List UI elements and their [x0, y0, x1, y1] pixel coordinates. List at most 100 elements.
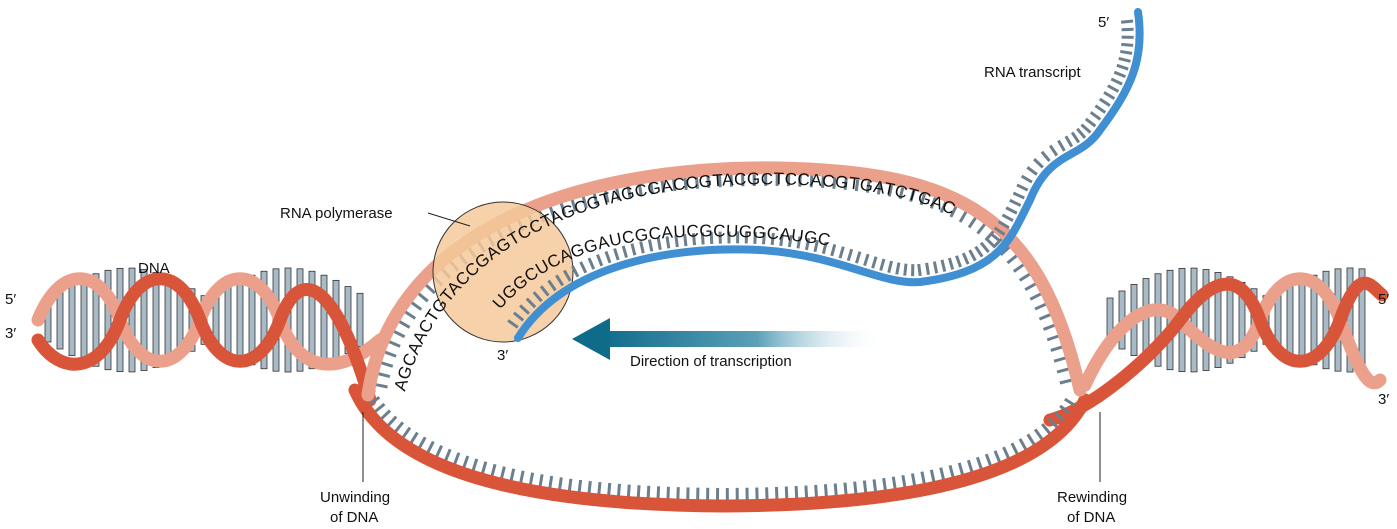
rna-base-tick [1006, 208, 1017, 213]
template-base-tick [648, 486, 649, 498]
rna-base-tick [597, 255, 601, 266]
coding-base-tick [1051, 347, 1062, 351]
direction-label: Direction of transcription [630, 353, 792, 370]
coding-base-tick [378, 374, 390, 377]
rna-base-tick [976, 247, 983, 257]
coding-base-tick [1047, 336, 1058, 340]
rna-base-tick [606, 251, 610, 262]
coding-base-tick [1014, 265, 1024, 272]
template-base-tick [884, 478, 886, 490]
rna-base-tick [1072, 132, 1079, 142]
template-base-tick [455, 453, 459, 464]
template-base-tick [530, 473, 532, 485]
template-base-tick [550, 476, 552, 488]
rna-base-tick [970, 250, 976, 261]
rna-base-tick [1104, 92, 1114, 98]
rna-base-tick [1086, 119, 1096, 126]
rna-base-tick [949, 258, 952, 270]
template-base-tick [874, 479, 876, 491]
rna-transcript-label: RNA transcript [984, 64, 1082, 81]
rna-base-tick [905, 264, 906, 276]
coding-base-tick [399, 321, 409, 327]
template-base-tick [569, 479, 571, 491]
base-pair-rung [1299, 280, 1305, 359]
template-base-tick [511, 469, 514, 481]
rna-base-tick [1081, 125, 1090, 133]
rna-base-tick [942, 260, 945, 272]
rna-base-tick [1119, 58, 1131, 61]
template-base-tick [483, 462, 486, 474]
coding-base-tick [1060, 380, 1072, 383]
coding-base-tick [1039, 315, 1050, 320]
rna-base-tick [865, 254, 869, 265]
rna-base-tick [1034, 159, 1043, 167]
coding-base-tick [978, 224, 985, 234]
rna-base-tick [1111, 79, 1122, 84]
template-base-tick [388, 417, 396, 426]
template-base-tick [473, 459, 477, 470]
rewinding-label-line2: of DNA [1067, 509, 1115, 526]
rna-base-tick [1122, 29, 1134, 30]
template-base-tick [968, 460, 972, 471]
rna-base-tick [963, 253, 968, 264]
template-base-tick [806, 486, 807, 498]
coding-base-tick [1025, 284, 1035, 290]
rna-base-tick [1117, 65, 1128, 69]
rna-base-tick [934, 262, 936, 274]
rna-base-tick [1042, 152, 1050, 161]
coding-base-tick [394, 331, 405, 336]
left-5prime-label: 5′ [5, 291, 16, 308]
rna-3prime-label: 3′ [497, 347, 508, 364]
base-pair-rung [153, 272, 159, 367]
coding-base-tick [381, 363, 392, 367]
base-pair-rung [69, 284, 75, 355]
rna-base-tick [1121, 44, 1133, 45]
template-base-tick [796, 486, 797, 498]
rna-base-tick [897, 263, 899, 275]
template-base-tick [492, 464, 495, 476]
rna-5prime-label: 5′ [1098, 14, 1109, 31]
rna-base-tick [1077, 129, 1085, 138]
template-base-tick [599, 482, 600, 494]
coding-base-tick [385, 352, 396, 356]
base-pair-rung [129, 268, 135, 372]
template-base-tick [411, 433, 417, 443]
template-base-tick [658, 486, 659, 498]
coding-base-tick [1020, 274, 1030, 280]
template-base-tick [502, 467, 505, 479]
template-base-tick [589, 481, 590, 493]
rna-base-tick [832, 244, 835, 256]
coding-base-tick [1043, 325, 1054, 329]
template-base-tick [619, 484, 620, 496]
rna-base-tick [889, 261, 892, 273]
right-3prime-label: 3′ [1378, 391, 1389, 408]
left-helix-light-strand [38, 279, 380, 364]
rna-base-tick [1108, 86, 1119, 92]
rna-base-tick [589, 258, 594, 269]
template-base-tick [628, 485, 629, 497]
template-base-tick [845, 483, 846, 495]
left-3prime-label: 3′ [5, 325, 16, 342]
template-base-tick [912, 474, 914, 486]
base-pair-rung [237, 280, 243, 359]
template-base-tick [977, 457, 981, 468]
rna-base-tick [919, 264, 921, 276]
unwinding-label-line1: Unwinding [320, 489, 390, 506]
rna-base-tick [1010, 200, 1021, 205]
template-base-tick [922, 472, 924, 484]
template-base-tick [1020, 439, 1026, 449]
rna-base-tick [1013, 193, 1024, 198]
base-pair-rung [1287, 287, 1293, 354]
template-base-tick [1065, 399, 1075, 405]
template-base-tick [375, 404, 384, 412]
template-base-tick [835, 483, 836, 495]
template-base-tick [609, 483, 610, 495]
template-base-tick [1004, 447, 1009, 458]
left-dna-helix [38, 268, 380, 400]
rna-base-tick [1002, 215, 1013, 221]
coding-base-tick [376, 385, 388, 387]
rna-base-tick [986, 238, 994, 246]
rna-base-tick [957, 256, 961, 267]
template-base-tick [1035, 429, 1042, 439]
